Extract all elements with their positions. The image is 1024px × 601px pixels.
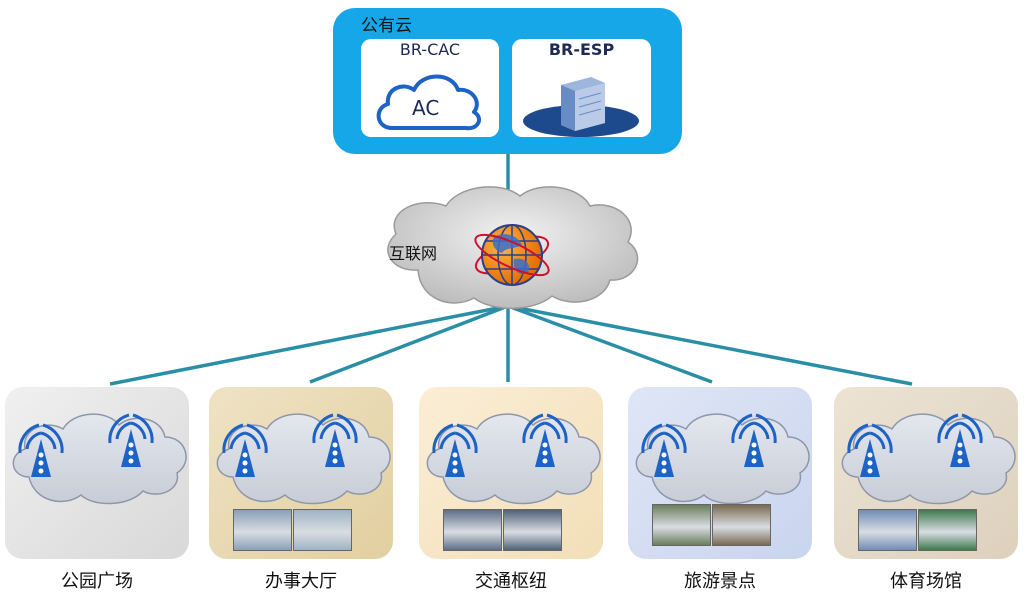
server-label-br-cac: BR-CAC: [399, 40, 461, 59]
cloud-ac-icon-text: AC: [412, 96, 440, 120]
link-site-1: [109, 304, 509, 386]
link-site-2: [309, 304, 509, 384]
venue-photo: [233, 509, 292, 551]
public-cloud-title: 公有云: [361, 16, 412, 36]
globe-icon: [474, 224, 550, 286]
site-label-2: 办事大厅: [265, 571, 337, 592]
venue-photo: [858, 509, 917, 551]
venue-photo: [918, 509, 977, 551]
site-label-5: 体育场馆: [890, 571, 962, 592]
site-label-4: 旅游景点: [684, 571, 756, 592]
site-panel-1: [5, 387, 189, 559]
venue-photo: [293, 509, 352, 551]
link-site-4: [507, 304, 713, 384]
venue-photo: [503, 509, 562, 551]
venue-photo: [443, 509, 502, 551]
venue-photo: [712, 504, 771, 546]
link-lines: [109, 154, 913, 386]
internet-label: 互联网: [389, 244, 438, 263]
server-label-br-esp: BR-ESP: [548, 40, 615, 59]
site-label-1: 公园广场: [61, 571, 133, 592]
link-site-5: [507, 304, 913, 386]
site-label-3: 交通枢纽: [475, 571, 547, 592]
venue-photo: [652, 504, 711, 546]
